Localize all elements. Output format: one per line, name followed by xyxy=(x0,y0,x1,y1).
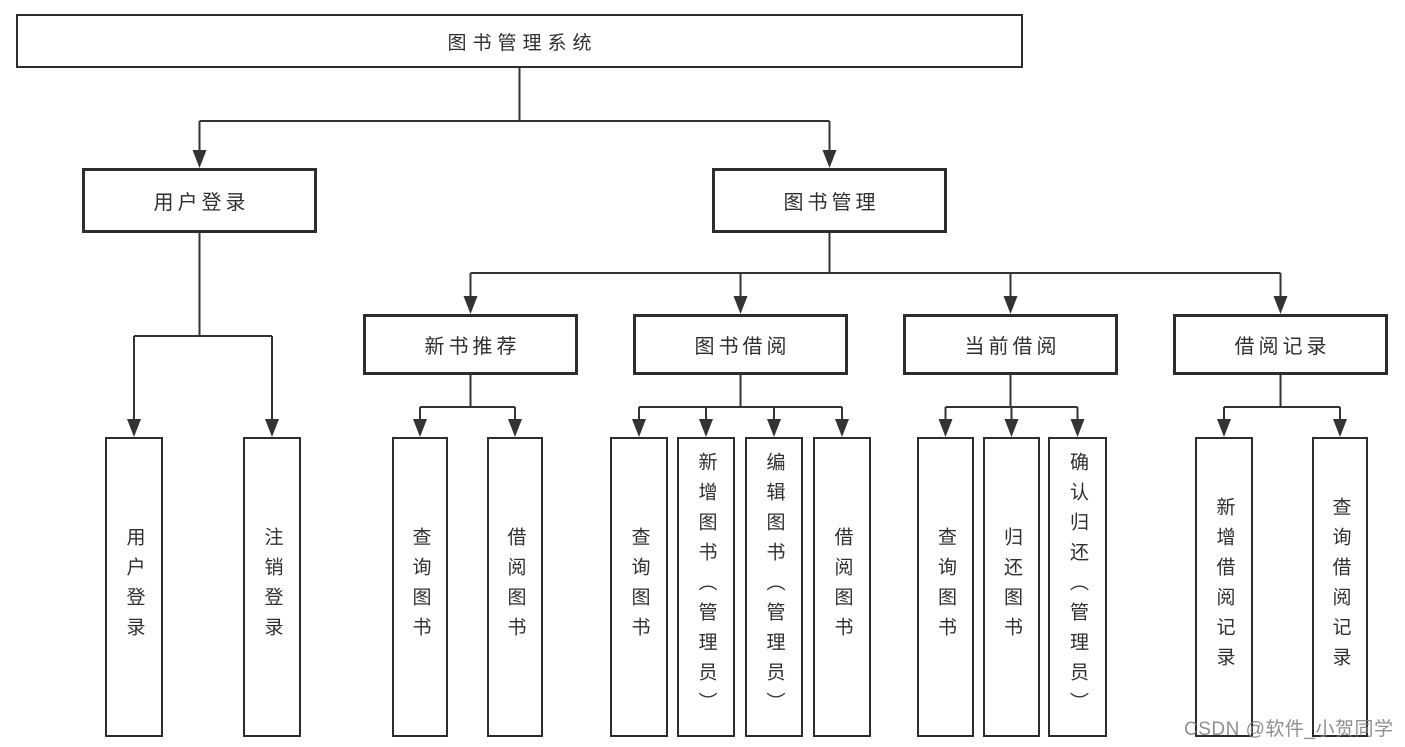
node-label: 归还图书 xyxy=(1001,527,1022,647)
node-label: 当前借阅 xyxy=(964,336,1061,358)
node-label: 查询图书 xyxy=(935,527,956,647)
leaf-add-borrow-record: 新增借阅记录 xyxy=(1195,437,1253,737)
node-label: 查询图书 xyxy=(409,527,431,647)
node-borrowing-records: 借阅记录 xyxy=(1173,314,1388,375)
node-label: 新增图书（管理员） xyxy=(695,452,717,722)
node-label: 图书管理系统 xyxy=(447,32,598,54)
leaf-logout: 注销登录 xyxy=(243,437,301,737)
node-book-management: 图书管理 xyxy=(712,168,947,233)
node-label: 确认归还（管理员） xyxy=(1067,452,1088,722)
node-label: 新增借阅记录 xyxy=(1213,497,1235,677)
leaf-edit-book-admin: 编辑图书（管理员） xyxy=(745,437,803,737)
leaf-query-books-borrowing: 查询图书 xyxy=(610,437,668,737)
leaf-confirm-return-admin: 确认归还（管理员） xyxy=(1048,437,1107,737)
leaf-return-book: 归还图书 xyxy=(983,437,1040,737)
node-label: 图书管理 xyxy=(783,192,880,214)
node-label: 查询借阅记录 xyxy=(1329,497,1351,677)
node-label: 用户登录 xyxy=(123,527,145,647)
node-label: 借阅图书 xyxy=(831,527,853,647)
node-label: 编辑图书（管理员） xyxy=(763,452,785,722)
node-user-login: 用户登录 xyxy=(82,168,317,233)
node-current-borrowing: 当前借阅 xyxy=(903,314,1118,375)
node-label: 注销登录 xyxy=(261,527,283,647)
node-label: 新书推荐 xyxy=(424,336,521,358)
leaf-borrow-books-recommend: 借阅图书 xyxy=(487,437,543,737)
node-library-management-system: 图书管理系统 xyxy=(16,14,1023,68)
node-label: 图书借阅 xyxy=(694,336,791,358)
leaf-user-login: 用户登录 xyxy=(105,437,163,737)
node-label: 查询图书 xyxy=(628,527,650,647)
node-new-book-recommend: 新书推荐 xyxy=(363,314,578,375)
node-label: 借阅记录 xyxy=(1234,336,1331,358)
leaf-query-borrow-record: 查询借阅记录 xyxy=(1312,437,1368,737)
leaf-query-books-recommend: 查询图书 xyxy=(392,437,448,737)
csdn-watermark: CSDN @软件_小贺同学 xyxy=(1184,719,1394,740)
leaf-add-book-admin: 新增图书（管理员） xyxy=(677,437,735,737)
leaf-query-books-current: 查询图书 xyxy=(917,437,974,737)
leaf-borrow-books-borrowing: 借阅图书 xyxy=(813,437,871,737)
node-book-borrowing: 图书借阅 xyxy=(633,314,848,375)
node-label: 借阅图书 xyxy=(504,527,526,647)
node-label: 用户登录 xyxy=(153,192,250,214)
